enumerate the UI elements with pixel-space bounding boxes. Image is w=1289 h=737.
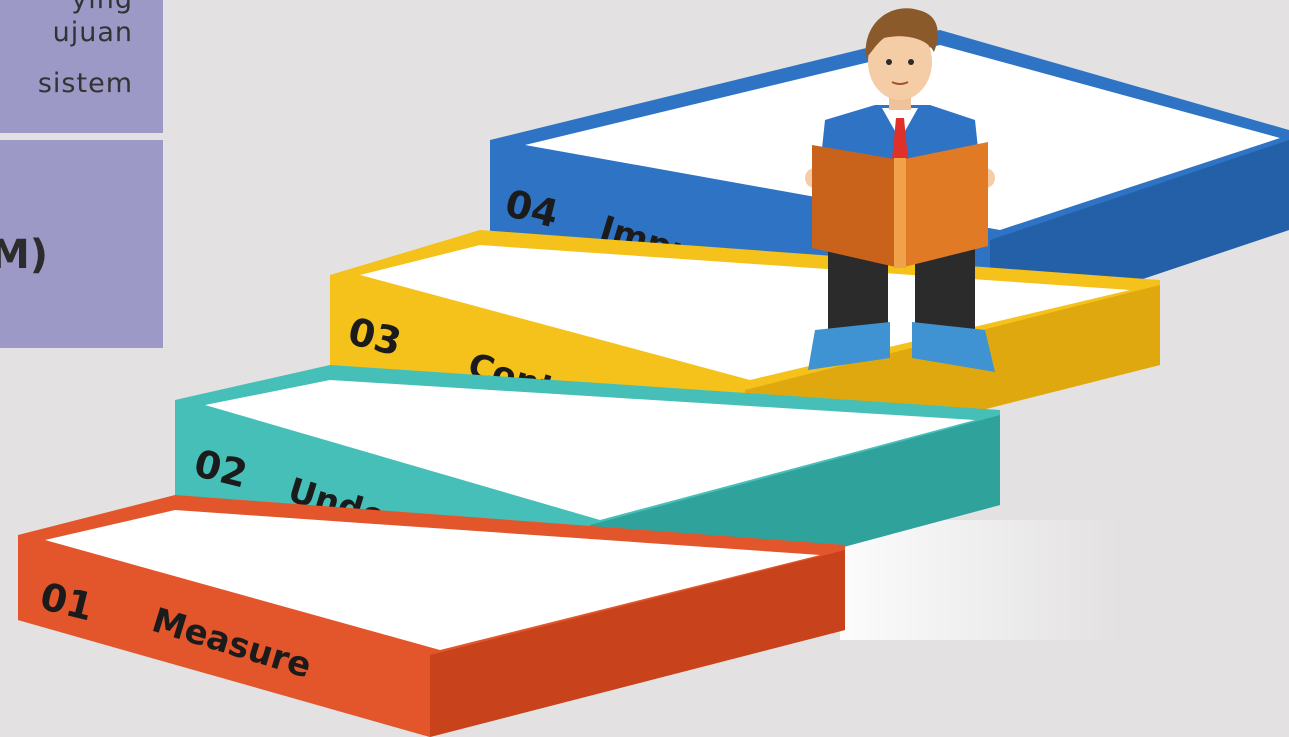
info-box-bottom [0, 140, 163, 348]
step-02-top [205, 380, 975, 520]
person-face [868, 24, 932, 100]
step-01-side [430, 550, 845, 737]
info-bold-text: M) [0, 232, 49, 278]
info-text-line-2: ujuan [52, 17, 133, 48]
info-text-line-1: ying [71, 0, 133, 15]
info-box-top: ying ujuan sistem [0, 0, 163, 133]
step-01: 01 Measure [18, 495, 845, 737]
person-reading-book-icon [805, 8, 995, 372]
person-right-shoe [912, 322, 995, 372]
info-text-line-3: sistem [37, 68, 133, 99]
step-01-front [18, 545, 430, 737]
step-01-top [45, 510, 820, 650]
book-spine [894, 158, 906, 268]
person-hair [865, 8, 938, 58]
floor-shadow [840, 520, 1120, 640]
book-left-cover [812, 145, 900, 268]
person-tie [892, 118, 908, 168]
book-right-cover [900, 142, 988, 268]
person-left-eye [886, 59, 892, 65]
person-right-eye [908, 59, 914, 65]
person-left-shoe [808, 322, 890, 370]
person-mouth [891, 81, 909, 85]
